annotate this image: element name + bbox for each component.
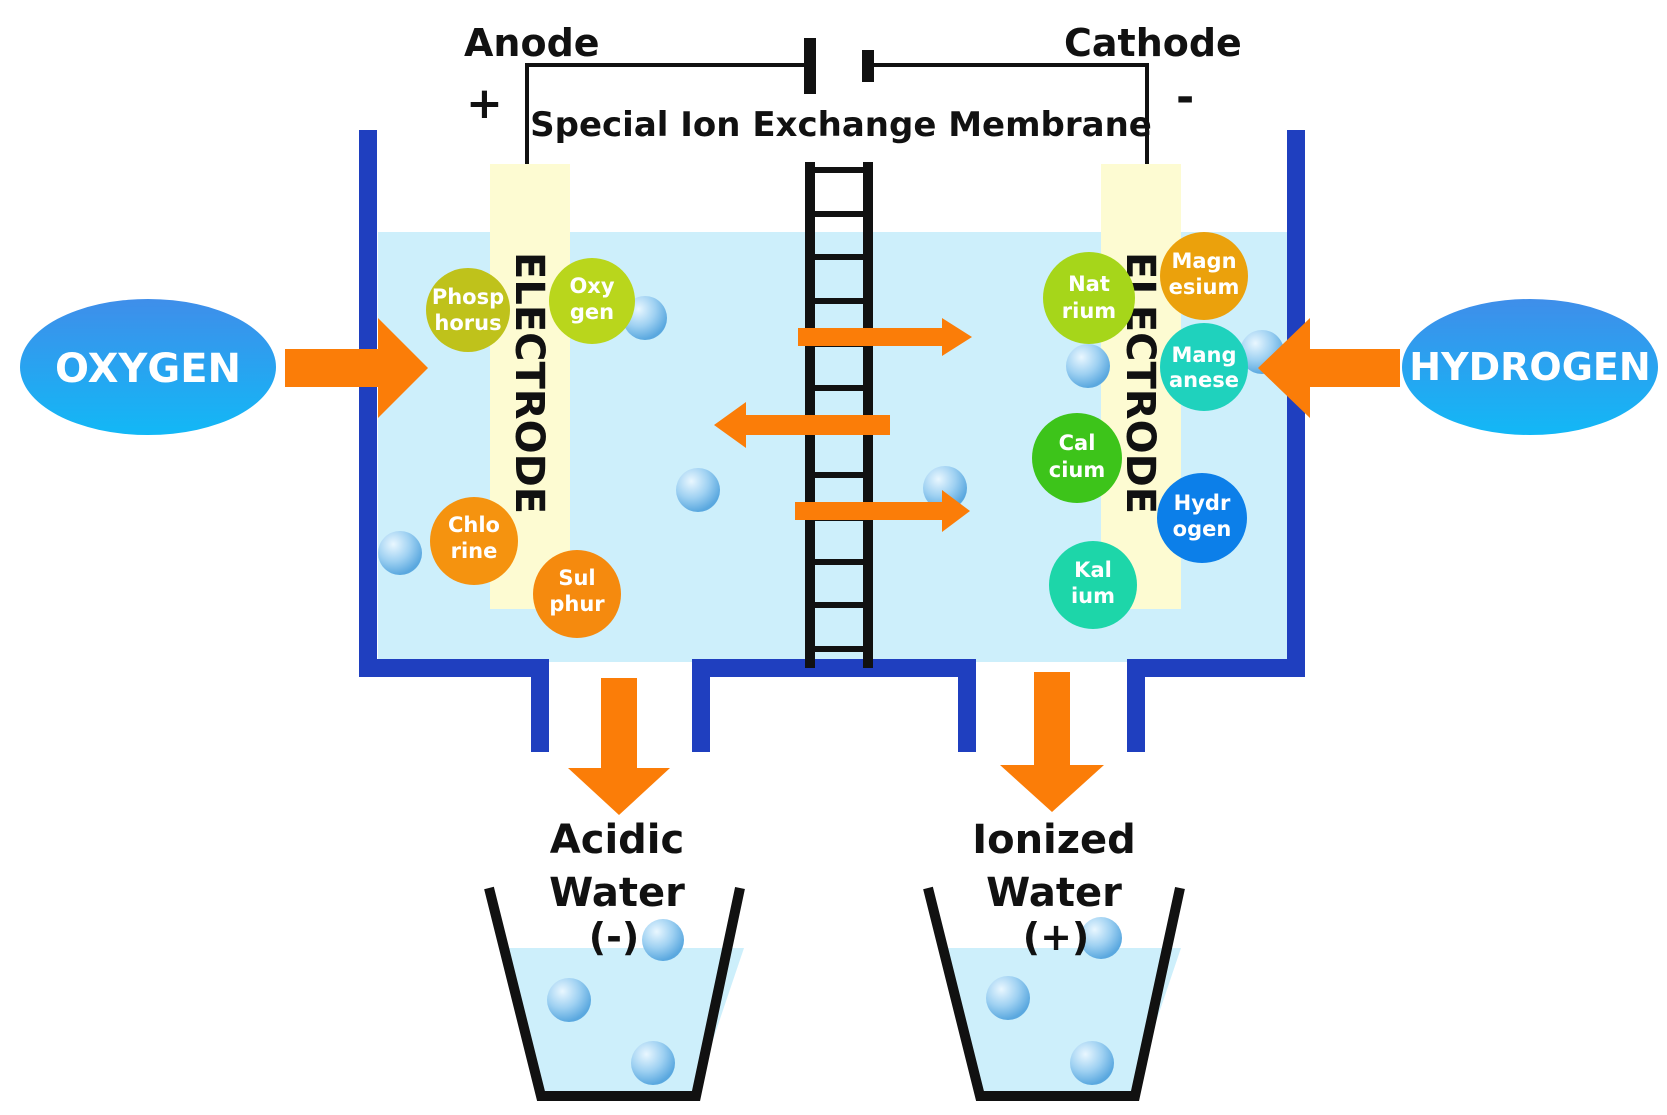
- ion-manganese: Mang anese: [1160, 323, 1248, 411]
- svg-text:Nat: Nat: [1068, 272, 1110, 296]
- ion-kalium: Kal ium: [1049, 541, 1137, 629]
- svg-text:Magn: Magn: [1171, 249, 1236, 273]
- svg-text:Chlo: Chlo: [448, 513, 500, 537]
- acidic-cup: [484, 886, 745, 1101]
- ion-natrium: Nat rium: [1043, 252, 1135, 344]
- electrode-left-label: ELECTRODE: [506, 252, 552, 514]
- ionized-water-label-3: (+): [1023, 915, 1090, 959]
- flow-arrows: [285, 318, 1400, 815]
- cup-bubbles: [547, 917, 1122, 1085]
- ion-arrow-left-middle: [714, 402, 890, 448]
- oxygen-gas-label: OXYGEN: [55, 346, 241, 392]
- ionized-water-label-1: Ionized: [972, 817, 1136, 863]
- acidic-water-label-2: Water: [549, 870, 685, 916]
- cathode-minus-sign: -: [1176, 72, 1194, 123]
- ion-phosphorus: Phosp horus: [426, 268, 510, 352]
- svg-text:Oxy: Oxy: [569, 274, 614, 298]
- acidic-outflow-arrow: [568, 678, 670, 815]
- acidic-water-label-3: (-): [589, 915, 640, 959]
- ion-arrow-right-upper: [798, 318, 972, 356]
- ionized-cup: [923, 886, 1185, 1101]
- svg-text:gen: gen: [570, 300, 614, 324]
- ion-chlorine: Chlo rine: [430, 497, 518, 585]
- ionized-water-label-2: Water: [986, 870, 1122, 916]
- hydrogen-gas-label: HYDROGEN: [1409, 345, 1650, 389]
- svg-text:Hydr: Hydr: [1174, 491, 1231, 515]
- ionized-cup-water: [945, 948, 1181, 1093]
- ion-oxygen: Oxy gen: [549, 258, 635, 344]
- ion-magnesium: Magn esium: [1160, 232, 1248, 320]
- svg-text:esium: esium: [1169, 275, 1240, 299]
- hydrogen-inflow-arrow: [1258, 318, 1400, 418]
- ion-arrow-right-lower: [795, 490, 970, 532]
- membrane-label: Special Ion Exchange Membrane: [530, 105, 1152, 145]
- svg-text:ium: ium: [1071, 584, 1115, 608]
- anode-plus-sign: +: [466, 78, 503, 129]
- svg-text:ogen: ogen: [1173, 517, 1232, 541]
- ion-calcium: Cal cium: [1032, 413, 1122, 503]
- acidic-water-label-1: Acidic: [550, 817, 684, 863]
- svg-text:horus: horus: [434, 311, 501, 335]
- svg-text:Sul: Sul: [558, 566, 595, 590]
- svg-text:rium: rium: [1062, 299, 1116, 323]
- oxygen-gas-bubble: [20, 299, 276, 435]
- svg-text:Phosp: Phosp: [432, 285, 504, 309]
- ion-sulphur: Sul phur: [533, 550, 621, 638]
- svg-text:Cal: Cal: [1059, 431, 1096, 455]
- svg-text:anese: anese: [1169, 368, 1239, 392]
- ionized-outflow-arrow: [1000, 672, 1104, 812]
- oxygen-inflow-arrow: [285, 318, 428, 418]
- svg-text:Kal: Kal: [1074, 558, 1112, 582]
- svg-text:phur: phur: [549, 592, 605, 616]
- anode-label: Anode: [464, 21, 600, 65]
- hydrogen-gas-bubble: [1402, 299, 1658, 435]
- svg-text:rine: rine: [451, 539, 498, 563]
- battery-plate-long: [804, 38, 816, 94]
- circuit-wire: [525, 63, 1149, 164]
- svg-text:cium: cium: [1049, 458, 1105, 482]
- cathode-label: Cathode: [1064, 21, 1242, 65]
- battery-plate-short: [862, 50, 874, 82]
- svg-text:Mang: Mang: [1171, 343, 1236, 367]
- ion-hydrogen: Hydr ogen: [1157, 473, 1247, 563]
